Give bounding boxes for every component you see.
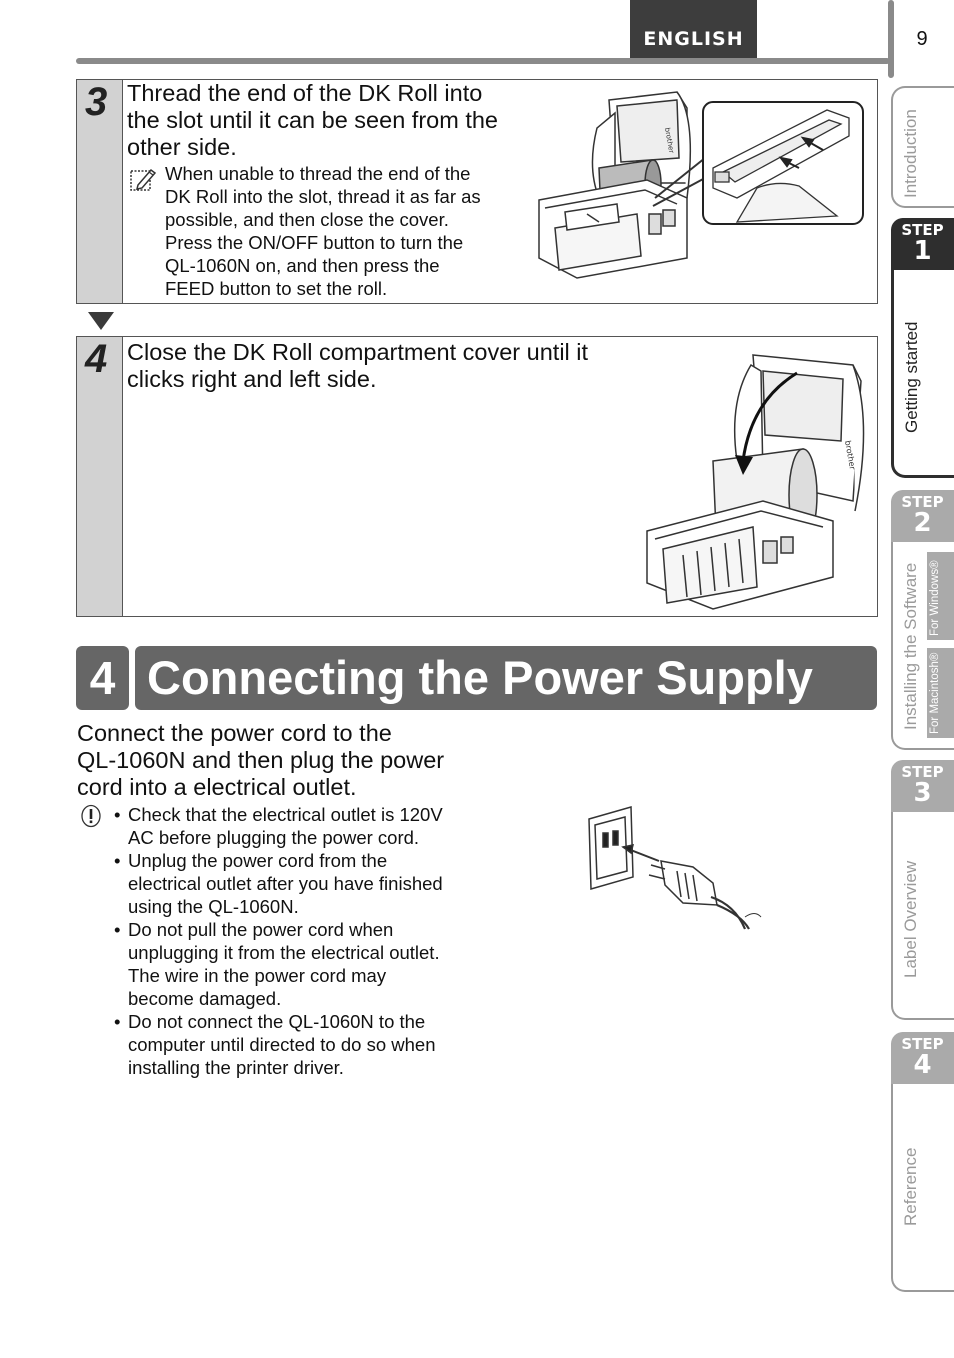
section-number: 4 bbox=[76, 646, 129, 710]
page-number: 9 bbox=[916, 28, 928, 50]
side-rail bbox=[888, 0, 894, 78]
step-4-number-column: 4 bbox=[77, 337, 123, 616]
tab-step-1-label: Getting started bbox=[902, 321, 921, 433]
step-3-number: 3 bbox=[85, 80, 108, 124]
step-4-title: Close the DK Roll compartment cover unti… bbox=[127, 339, 589, 392]
step-4-number: 4 bbox=[85, 337, 108, 381]
tab-introduction[interactable]: Introduction bbox=[891, 86, 954, 208]
caution-item: Check that the electrical outlet is 120V… bbox=[114, 803, 494, 849]
section-title: Connecting the Power Supply bbox=[147, 651, 813, 704]
caution-list: Check that the electrical outlet is 120V… bbox=[114, 803, 494, 1079]
power-plug-illustration bbox=[588, 806, 762, 930]
step-3-badge: STEP 3 bbox=[891, 760, 954, 812]
step-3-box: 3 Thread the end of the DK Roll into the… bbox=[76, 79, 878, 304]
section-intro: Connect the power cord to the QL-1060N a… bbox=[77, 720, 445, 800]
printer-threading-illustration: brother bbox=[538, 91, 864, 279]
down-triangle-icon bbox=[88, 312, 114, 330]
caution-item: Do not connect the QL-1060N to thecomput… bbox=[114, 1010, 494, 1079]
step-3-note: When unable to thread the end of the DK … bbox=[165, 163, 481, 299]
tab-step-3-label: Label Overview bbox=[901, 860, 920, 978]
language-tab: ENGLISH bbox=[630, 0, 757, 58]
step-3-number-column: 3 bbox=[77, 80, 123, 303]
section-title-bar bbox=[135, 646, 877, 710]
step-2-sub-mac-band bbox=[927, 648, 954, 738]
tab-step-2-label: Installing the Software bbox=[901, 562, 920, 730]
caution-item: Unplug the power cord from theelectrical… bbox=[114, 849, 494, 918]
caution-item: Do not pull the power cord whenunpluggin… bbox=[114, 918, 494, 1010]
step-3-title: Thread the end of the DK Roll into the s… bbox=[127, 80, 498, 160]
step-2-badge: STEP 2 bbox=[891, 490, 954, 542]
tab-introduction-label: Introduction bbox=[901, 109, 920, 198]
printer-close-cover-illustration: brother bbox=[646, 354, 865, 610]
pencil-note-icon bbox=[130, 168, 157, 191]
header-rule bbox=[76, 58, 890, 64]
step-1-badge: STEP 1 bbox=[891, 218, 954, 270]
step-4-box: 4 Close the DK Roll compartment cover un… bbox=[76, 336, 878, 617]
tab-step-4-label: Reference bbox=[901, 1147, 920, 1226]
caution-icon bbox=[81, 804, 101, 828]
tab-step-2-mac: For Macintosh® bbox=[929, 652, 941, 734]
step-4-badge: STEP 4 bbox=[891, 1032, 954, 1084]
tab-step-2-windows: For Windows® bbox=[929, 560, 941, 636]
step-2-sub-windows-band bbox=[927, 552, 954, 640]
